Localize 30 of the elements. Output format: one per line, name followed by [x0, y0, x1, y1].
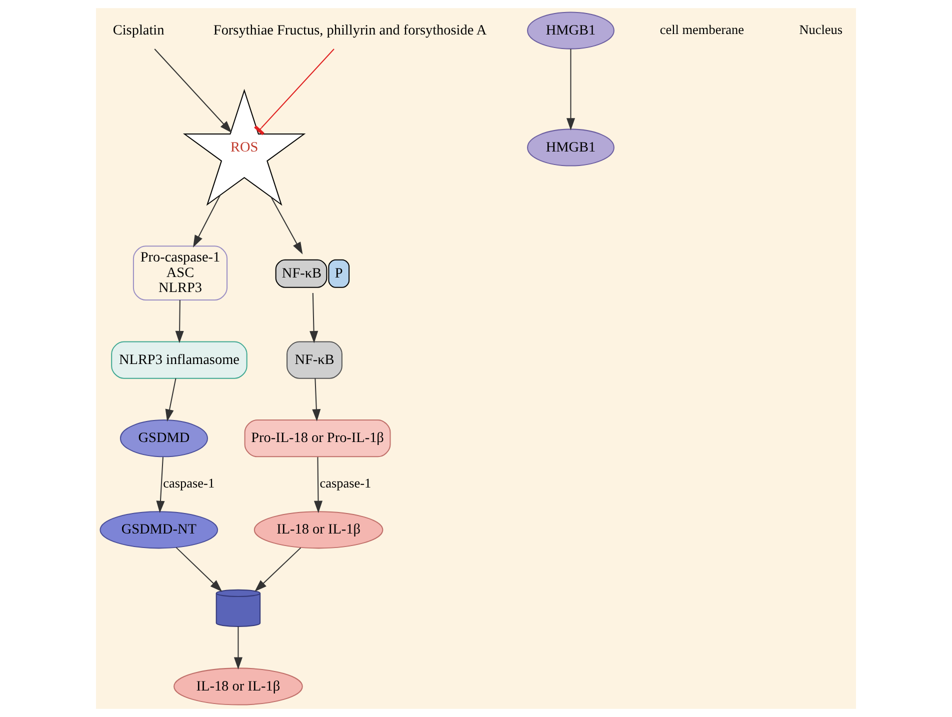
arrow	[156, 457, 165, 514]
node-box: Pro-caspase-1 ASC NLRP3	[132, 246, 228, 301]
node-ellipse: HMGB1	[527, 128, 614, 166]
arrow	[254, 547, 302, 592]
edge-label: caspase-1	[163, 476, 215, 491]
arrow	[154, 48, 232, 133]
label: Nucleus	[799, 22, 843, 37]
arrow	[314, 457, 322, 514]
arrow	[234, 626, 242, 670]
node-ellipse: IL-18 or IL-1β	[254, 511, 384, 549]
node-box: NF-κB	[286, 341, 342, 379]
arrow	[193, 195, 221, 248]
arrow	[312, 378, 321, 422]
arrow	[175, 300, 184, 344]
node-box: NLRP3 inflamasome	[111, 341, 248, 379]
edge-label: caspase-1	[320, 476, 372, 491]
node-ellipse: GSDMD-NT	[100, 511, 218, 549]
label: cell memberane	[660, 22, 744, 37]
node-text: Cisplatin	[112, 22, 164, 38]
node-ellipse: IL-18 or IL-1β	[174, 668, 303, 706]
connector	[254, 48, 334, 136]
arrow	[566, 49, 576, 130]
node-text: Forsythiae Fructus, phillyrin and forsythoside A	[213, 22, 487, 38]
node-box: Pro-IL-18 or Pro-IL-1β	[244, 420, 391, 458]
arrow	[165, 378, 176, 422]
arrow	[270, 196, 303, 254]
arrow	[310, 292, 318, 344]
arrow	[176, 547, 222, 592]
node-ellipse: HMGB1	[527, 12, 614, 50]
node-ellipse: GSDMD	[120, 420, 208, 458]
